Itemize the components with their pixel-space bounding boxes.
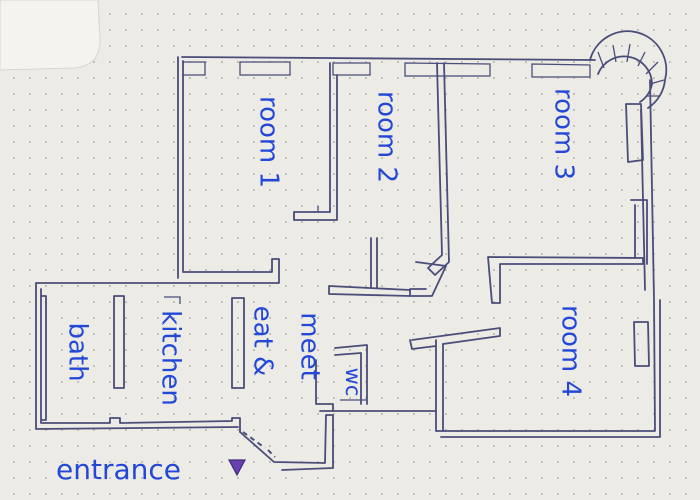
divider-room2-room3 [328, 62, 450, 297]
label-bath: bath [63, 322, 93, 381]
wc-walls [334, 344, 368, 405]
corner-tower [589, 30, 668, 163]
room4-west-wall [409, 327, 501, 432]
paper-corner [0, 0, 101, 71]
label-room2: room 2 [372, 91, 402, 183]
label-room3: room 3 [549, 88, 579, 180]
label-room4: room 4 [556, 305, 586, 397]
label-wc: wc [341, 368, 365, 397]
top-wall-segments [182, 61, 591, 78]
label-meet: meet [295, 312, 325, 380]
interior-walls-west [41, 295, 245, 421]
label-eat: eat & [248, 306, 278, 377]
entrance-door [242, 431, 276, 458]
label-room1: room 1 [254, 96, 284, 188]
room-labels: room 1 room 2 room 3 room 4 bath kitchen… [63, 88, 586, 406]
label-kitchen: kitchen [156, 310, 186, 406]
entrance-marker-icon [228, 459, 246, 477]
divider-room1-room2 [293, 62, 338, 221]
label-entrance: entrance [56, 453, 181, 486]
divider-room3-room4 [487, 199, 650, 367]
